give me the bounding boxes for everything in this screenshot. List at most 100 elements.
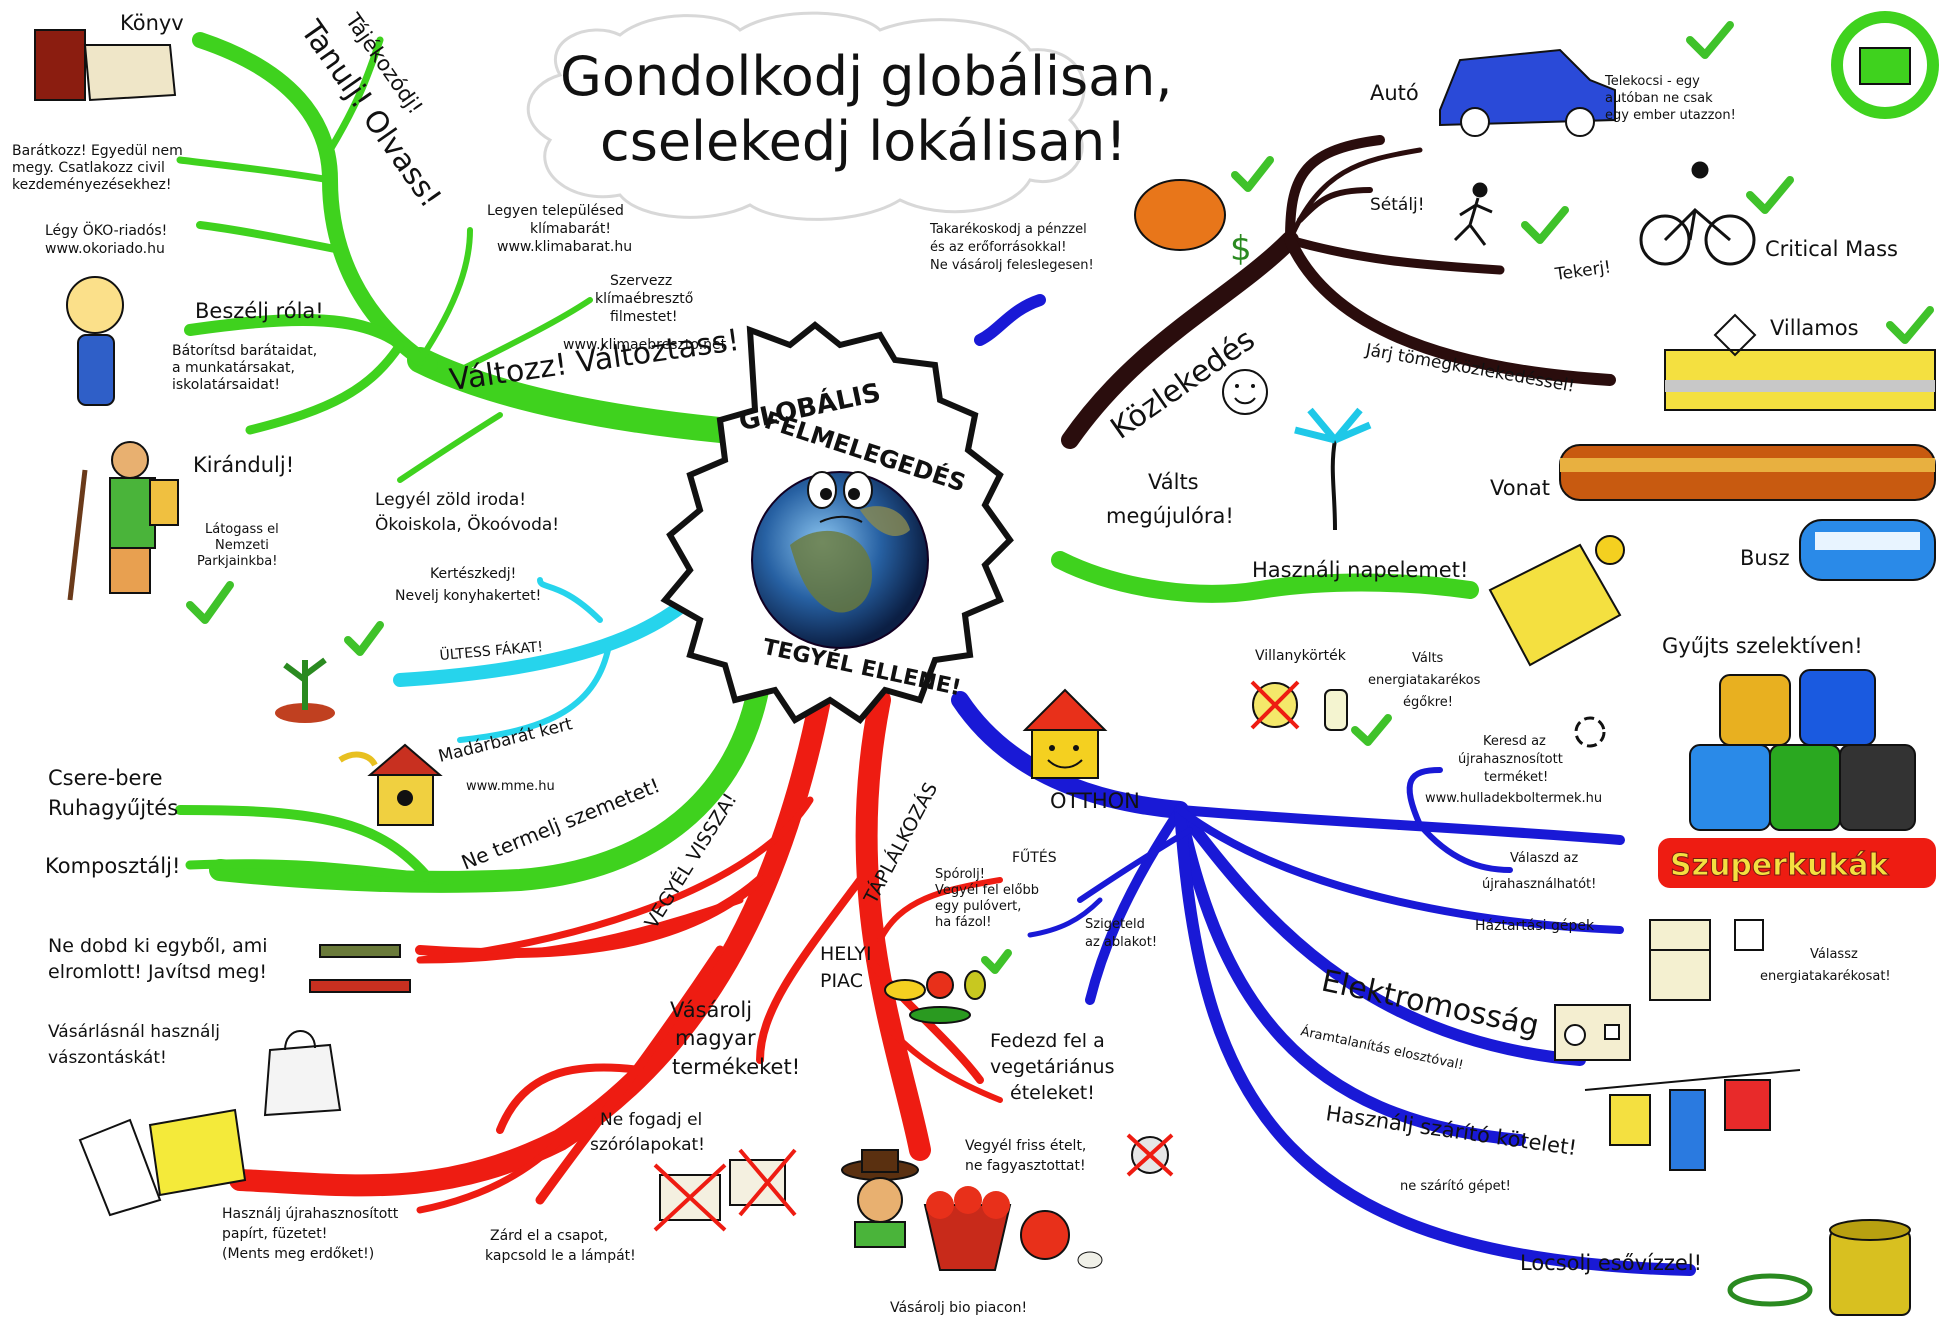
svg-text:Spórolj!: Spórolj!: [935, 867, 985, 882]
superbins-label: Szuperkukák: [1670, 848, 1890, 883]
svg-text:PIAC: PIAC: [820, 970, 863, 992]
seedling-icon: [275, 657, 335, 723]
szigeteld-label: Szigeteld az ablakot!: [1085, 917, 1157, 950]
latogass-label: Látogass el Nemzeti Parkjainkba!: [197, 522, 279, 569]
svg-text:megújulóra!: megújulóra!: [1106, 504, 1234, 528]
svg-text:$: $: [1230, 229, 1252, 269]
svg-text:egy pulóvert,: egy pulóvert,: [935, 899, 1021, 914]
svg-text:megy. Csatlakozz civil: megy. Csatlakozz civil: [12, 160, 165, 176]
check-icon: [1351, 714, 1392, 746]
batoritsd-label: Bátorítsd barátaidat, a munkatársakat, i…: [172, 343, 317, 393]
check-icon: [1521, 206, 1569, 244]
svg-text:Szigeteld: Szigeteld: [1085, 917, 1145, 932]
magyar-label: Vásárolj magyar termékeket!: [670, 998, 800, 1079]
svg-text:iskolatársaidat!: iskolatársaidat!: [172, 377, 280, 393]
komposztalj-label: Komposztálj!: [45, 854, 180, 878]
svg-text:ha fázol!: ha fázol!: [935, 915, 991, 930]
blue-branch: [951, 294, 1696, 1276]
valassz-energia-label: Válassz energiatakarékosat!: [1760, 947, 1891, 984]
superbins-banner: [1658, 838, 1936, 888]
svg-text:Ne dobd ki egyből, ami: Ne dobd ki egyből, ami: [48, 935, 268, 957]
tomatoes-icon: [923, 1186, 1103, 1271]
tram-icon: [1664, 313, 1936, 411]
villamos-label: Villamos: [1770, 316, 1859, 340]
szervezz-label: Szervezz klímaébresztő filmestet! www.kl…: [563, 273, 727, 353]
telekocsi-label: Telekocsi - egy autóban ne csak egy embe…: [1604, 74, 1736, 123]
vaszon-label: Vásárlásnál használj vászontáskát!: [48, 1022, 220, 1068]
check-icon: [1686, 21, 1734, 59]
svg-text:Szervezz: Szervezz: [610, 273, 672, 289]
tools-icon: [309, 944, 411, 993]
svg-text:kezdeményezésekhez!: kezdeményezésekhez!: [12, 177, 172, 193]
svg-text:magyar: magyar: [675, 1026, 756, 1050]
title: Gondolkodj globálisan, cselekedj lokális…: [560, 45, 1173, 173]
svg-text:Ne vásárolj feleslegesen!: Ne vásárolj feleslegesen!: [930, 258, 1094, 273]
gyujts-label: Gyűjts szelektíven!: [1662, 634, 1863, 658]
svg-text:ne fagyasztottat!: ne fagyasztottat!: [965, 1158, 1086, 1174]
svg-text:a munkatársakat,: a munkatársakat,: [172, 360, 295, 376]
szarito-label: Használj szárító kötelet!: [1324, 1101, 1578, 1160]
telepules-label: Legyen településed klímabarát! www.klima…: [487, 203, 632, 255]
book-icon: [34, 29, 177, 102]
title-cloud: [526, 11, 1086, 221]
valts-megujulo-label: Válts megújulóra!: [1106, 470, 1234, 528]
hiker-icon: [67, 441, 179, 601]
green-branch-right: [1051, 551, 1479, 603]
solar-panel-icon: [1488, 535, 1625, 667]
frozen-crossed-icon: [1126, 1133, 1174, 1177]
svg-text:(Ments meg erdőket!): (Ments meg erdőket!): [222, 1246, 374, 1262]
svg-text:Válts: Válts: [1412, 651, 1444, 666]
bag-icon: [263, 1030, 342, 1117]
svg-text:Keresd az: Keresd az: [1483, 734, 1546, 749]
svg-text:Ökoiskola, Ökoóvoda!: Ökoiskola, Ökoóvoda!: [375, 513, 559, 535]
svg-text:Csere-bere: Csere-bere: [48, 766, 163, 790]
svg-text:elromlott! Javítsd meg!: elromlott! Javítsd meg!: [48, 961, 267, 983]
setalj-label: Sétálj!: [1370, 195, 1425, 215]
auto-label: Autó: [1370, 81, 1419, 105]
title-line2: cselekedj lokálisan!: [600, 110, 1127, 173]
tekerj-label: Tekerj!: [1553, 257, 1612, 285]
svg-text:termékeket!: termékeket!: [672, 1055, 800, 1079]
svg-text:www.klimabarat.hu: www.klimabarat.hu: [497, 239, 632, 255]
csere-label: Csere-bere Ruhagyűjtés: [48, 766, 178, 820]
bicycle-icon: [1639, 161, 1756, 266]
svg-text:Nevelj konyhakertet!: Nevelj konyhakertet!: [395, 588, 541, 604]
check-icon: [1886, 306, 1934, 344]
valaszd-label: Válaszd az újrahasználhatót!: [1482, 851, 1596, 892]
farmer-icon: [841, 1149, 919, 1248]
girl-icon: [66, 276, 124, 406]
svg-text:papírt, füzetet!: papírt, füzetet!: [222, 1226, 327, 1242]
check-icon: [1231, 156, 1274, 192]
svg-text:Fedezd fel a: Fedezd fel a: [990, 1030, 1105, 1052]
otthon-label: OTTHON: [1050, 789, 1140, 813]
bio-label: Vásárolj bio piacon!: [890, 1300, 1027, 1316]
svg-text:Vásárolj: Vásárolj: [670, 998, 752, 1022]
svg-text:www.hulladekboltermek.hu: www.hulladekboltermek.hu: [1425, 791, 1602, 806]
svg-text:az ablakot!: az ablakot!: [1085, 935, 1157, 950]
svg-text:www.klimaebreszto.net: www.klimaebreszto.net: [563, 337, 727, 353]
keresd-label: Keresd az újrahasznosított terméket! www…: [1425, 734, 1602, 806]
power-switch-icon: [1554, 1004, 1631, 1061]
villanykortek-label: Villanykörték: [1255, 648, 1347, 664]
valtozz-label: Változz! Változtass!: [447, 323, 741, 398]
ujrapapir-label: Használj újrahasznosított papírt, füzete…: [222, 1206, 399, 1262]
futes-label: FŰTÉS: [1012, 848, 1057, 866]
house-icon: [1022, 688, 1108, 779]
center-node: [660, 321, 1014, 724]
bulbs-icon: [1250, 680, 1348, 731]
svg-text:újrahasználhatót!: újrahasználhatót!: [1482, 877, 1596, 892]
svg-text:égőkre!: égőkre!: [1403, 695, 1453, 710]
smiley-icon: [1222, 369, 1268, 415]
busz-label: Busz: [1740, 546, 1790, 570]
vonat-label: Vonat: [1490, 476, 1550, 500]
ne-szarito-label: ne szárító gépet!: [1400, 1179, 1511, 1194]
napelem-label: Használj napelemet!: [1252, 558, 1468, 582]
okoriados-label: Légy ÖKO-riadós! www.okoriado.hu: [45, 221, 167, 257]
svg-text:Válassz: Válassz: [1810, 947, 1858, 962]
car-icon: [1439, 48, 1616, 137]
vegetarianus-label: Fedezd fel a vegetáriánus ételeket!: [990, 1030, 1115, 1104]
clothesline-icon: [1584, 1069, 1801, 1171]
fridge-icon: [1649, 919, 1764, 1001]
baratkozz-label: Barátkozz! Egyedül nem megy. Csatlakozz …: [12, 143, 183, 193]
svg-text:egy ember utazzon!: egy ember utazzon!: [1605, 108, 1736, 123]
